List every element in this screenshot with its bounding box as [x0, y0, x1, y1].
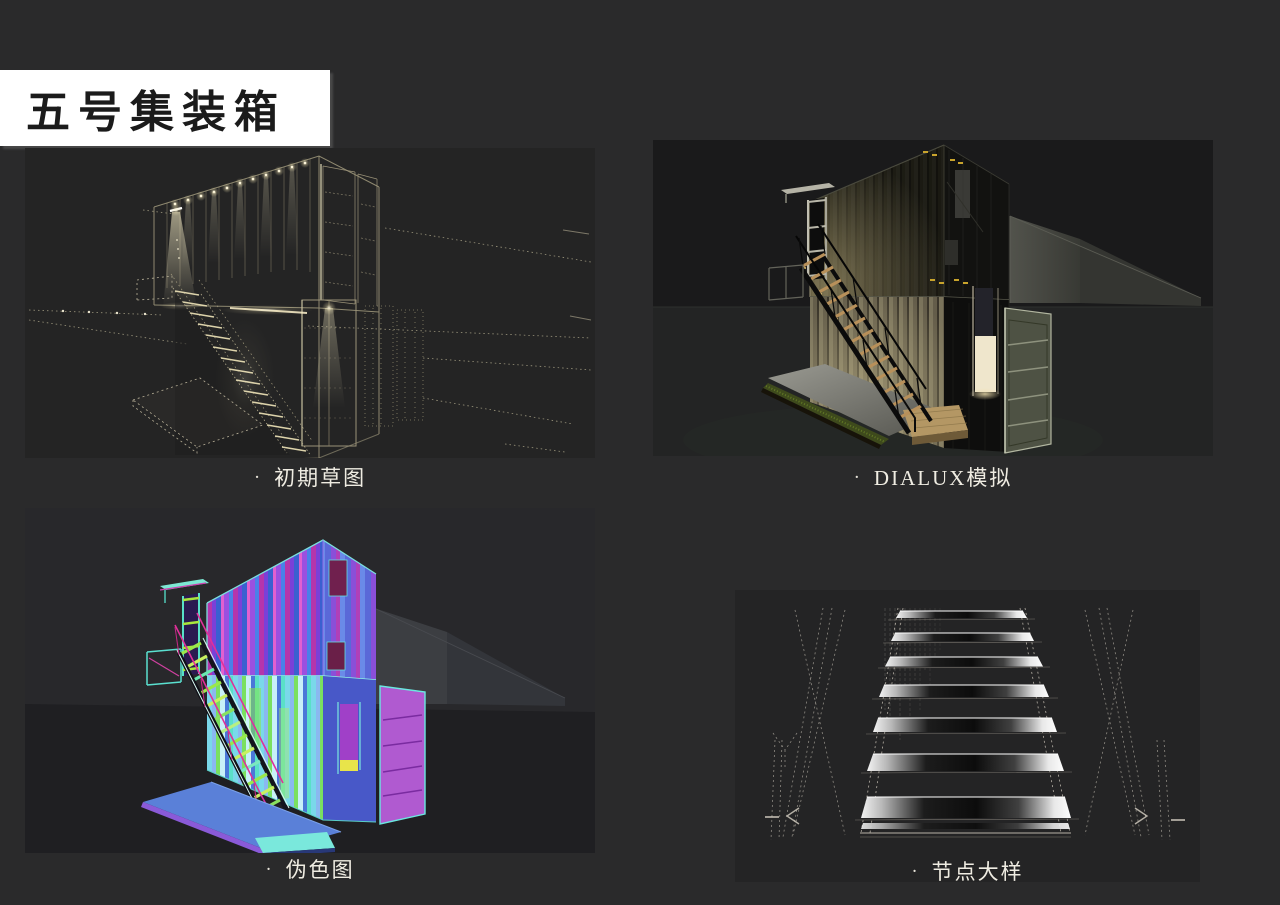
- ceiling-downlights: [170, 158, 310, 268]
- ghost-container: [1009, 215, 1202, 306]
- caption-label: 节点大样: [931, 860, 1024, 884]
- caption-bullet: ·: [911, 861, 920, 882]
- hazard-marks: [923, 151, 963, 284]
- false-color-image: [25, 508, 595, 853]
- node-detail-image: [735, 590, 1200, 882]
- caption-dialux-simulation: · DIALUX模拟: [653, 462, 1213, 492]
- panel-initial-sketch: [25, 148, 595, 458]
- caption-label: 初期草图: [274, 466, 367, 490]
- container-wireframe: [153, 155, 380, 458]
- title-box: 五号集装箱: [0, 70, 330, 146]
- fc-balcony-rail: [146, 648, 182, 686]
- dot-grid-panels: [364, 305, 424, 427]
- fc-upper-container: [206, 539, 377, 681]
- staircase-sketch: [170, 273, 314, 457]
- upper-container: [809, 144, 1010, 301]
- panel-dialux-simulation: [653, 140, 1213, 456]
- fc-platform: [141, 781, 342, 853]
- fc-awning: [159, 579, 209, 603]
- initial-sketch-image: [25, 148, 595, 458]
- stringer-guides: [860, 607, 1071, 834]
- balcony-rail: [768, 264, 804, 301]
- caption-bullet: ·: [265, 859, 274, 880]
- caption-bullet: ·: [253, 467, 263, 488]
- awning: [781, 183, 835, 203]
- caption-node-detail: · 节点大样: [735, 856, 1200, 886]
- dialux-render-image: [653, 140, 1213, 456]
- lower-door: [301, 299, 357, 447]
- open-door: [1004, 307, 1052, 454]
- fc-open-door: [379, 685, 426, 825]
- caption-false-color: · 伪色图: [25, 854, 595, 884]
- fc-staircase: [174, 612, 290, 826]
- caption-bullet: ·: [853, 467, 862, 488]
- caption-label: 伪色图: [285, 858, 355, 882]
- end-marks: [765, 807, 1185, 825]
- wood-landing: [903, 405, 968, 445]
- mid-rim-light: [221, 305, 313, 315]
- staircase: [795, 223, 933, 435]
- side-guides: [770, 607, 1171, 841]
- panel-node-detail: [735, 590, 1200, 882]
- fc-window-frame: [182, 593, 200, 676]
- caption-initial-sketch: · 初期草图: [25, 462, 595, 492]
- stair-treads: [854, 610, 1080, 838]
- caption-label: DIALUX模拟: [873, 466, 1013, 490]
- upper-door-panels: [322, 165, 378, 306]
- edge-ticks: [562, 229, 592, 321]
- panel-false-color: [25, 508, 595, 853]
- platform-outline: [132, 275, 264, 454]
- fc-ghost-container: [373, 607, 566, 706]
- page-title: 五号集装箱: [26, 88, 286, 137]
